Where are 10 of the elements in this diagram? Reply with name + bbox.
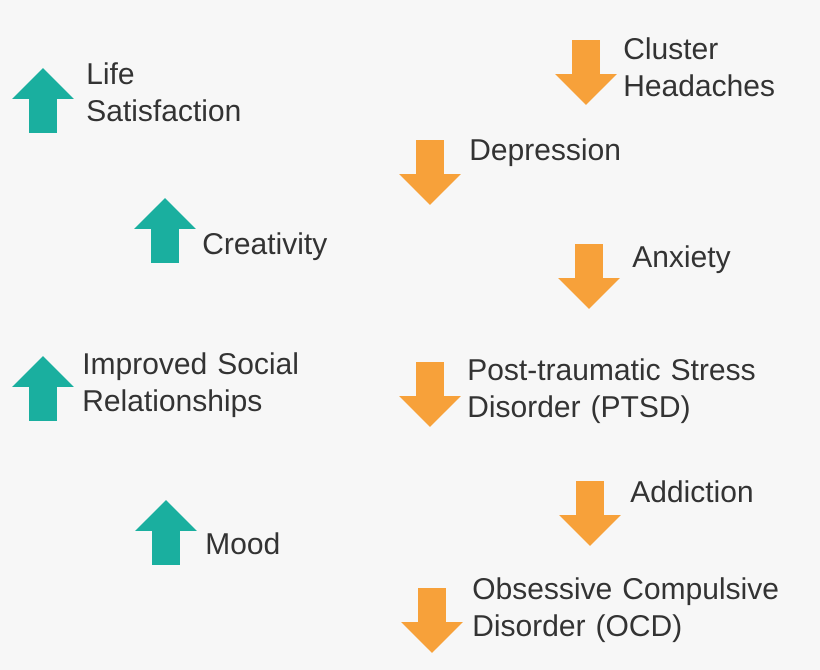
effect-label: Depression [472,138,619,166]
effect-label: Improved Social Relationships [84,352,297,418]
effect-label: Cluster Headaches [624,37,774,96]
effect-label: Mood [208,532,278,554]
effect-label: Obsessive Compulsive Disorder (OCD) [474,577,778,642]
effect-label: Anxiety [632,245,731,274]
effect-label: Life Satisfaction [88,62,240,122]
effect-label: Creativity [204,232,328,260]
effect-label: Post-traumatic Stress Disorder (PTSD) [470,358,754,424]
effect-label: Addiction [630,480,752,502]
